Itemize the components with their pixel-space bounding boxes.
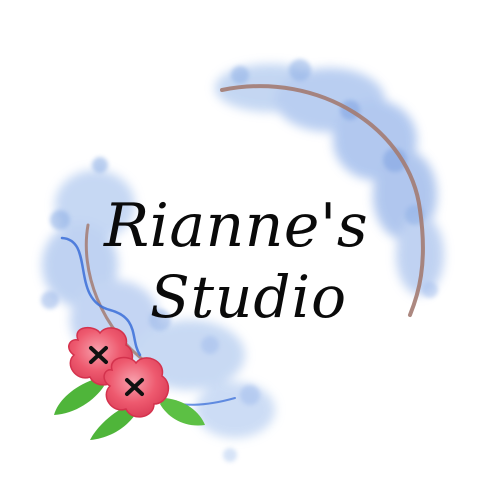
brand-name-line-2: Studio — [150, 263, 347, 331]
branch-arc-left — [84, 223, 152, 367]
leaf-icon — [160, 398, 205, 426]
leaf-icon — [54, 378, 104, 415]
brand-name-line-1: Rianne's — [104, 191, 369, 261]
flower-icon — [103, 356, 170, 418]
ribbon-icon — [60, 236, 142, 357]
leaf-icon — [90, 405, 138, 440]
watercolor-speckles-bottom-left — [41, 157, 260, 462]
branch-arc-right — [220, 84, 425, 317]
